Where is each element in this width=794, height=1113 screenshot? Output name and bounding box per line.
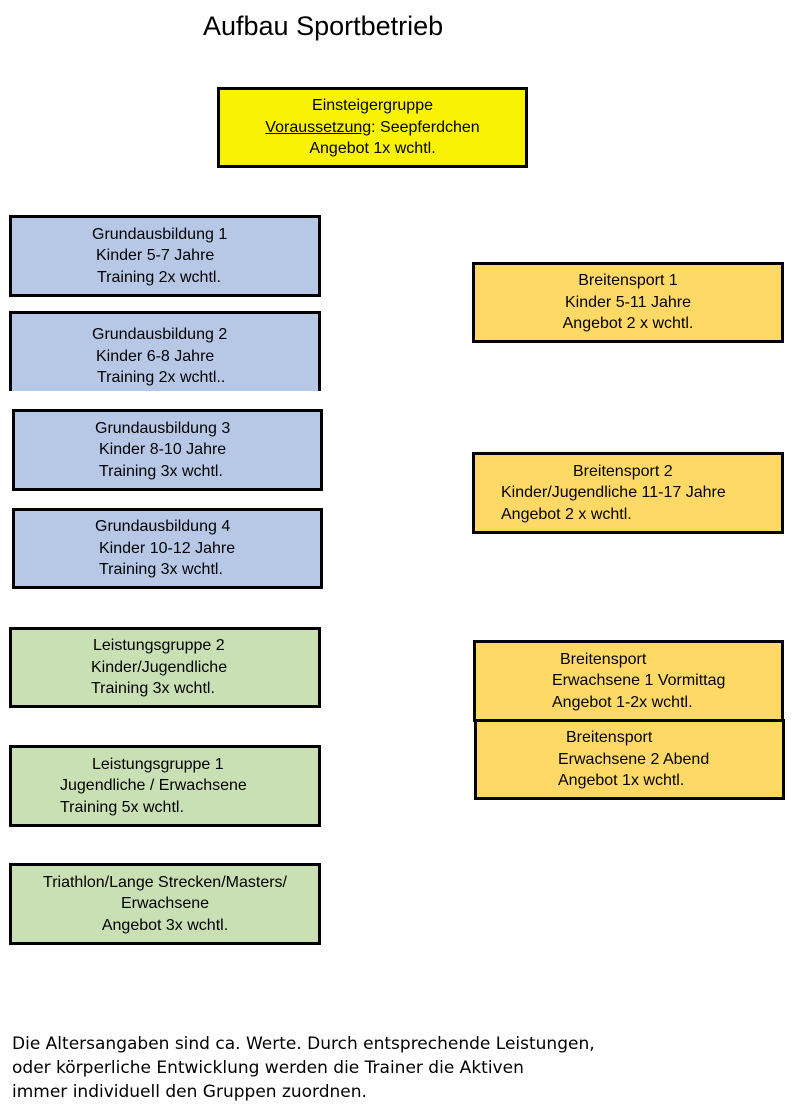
- box-age: Jugendliche / Erwachsene: [60, 777, 247, 795]
- footnote: Die Altersangaben sind ca. Werte. Durch …: [12, 1032, 595, 1104]
- grundausbildung-2-box: Grundausbildung 2 Kinder 6-8 Jahre Train…: [9, 311, 321, 391]
- box-name: Breitensport 2: [573, 462, 673, 480]
- box-age: Erwachsene: [120, 895, 210, 913]
- einsteigergruppe-box: Einsteigergruppe Voraussetzung: Seepferd…: [217, 87, 528, 168]
- breitensport-1-box: Breitensport 1 Kinder 5-11 Jahre Angebot…: [472, 262, 784, 343]
- box-age: Kinder 5-11 Jahre: [565, 293, 691, 311]
- box-training: Training 3x wchtl.: [99, 561, 223, 579]
- grundausbildung-1-box: Grundausbildung 1 Kinder 5-7 Jahre Train…: [9, 215, 321, 297]
- box-name: Leistungsgruppe 1: [92, 755, 224, 773]
- box-offer: Angebot 1x wchtl.: [558, 772, 685, 790]
- triathlon-masters-box: Triathlon/Lange Strecken/Masters/ Erwach…: [9, 863, 321, 945]
- box-training: Training 2x wchtl..: [97, 369, 226, 386]
- box-age: Kinder/Jugendliche 11-17 Jahre: [501, 484, 726, 502]
- box-name: Breitensport: [560, 650, 647, 668]
- box-age: Erwachsene 2 Abend: [558, 750, 710, 768]
- breitensport-2-box: Breitensport 2 Kinder/Jugendliche 11-17 …: [472, 452, 784, 534]
- box-name: Einsteigergruppe: [312, 97, 433, 115]
- box-requirement: Voraussetzung: Seepferdchen: [220, 117, 525, 139]
- leistungsgruppe-1-box: Leistungsgruppe 1 Jugendliche / Erwachse…: [9, 745, 321, 827]
- box-name: Triathlon/Lange Strecken/Masters/: [43, 873, 287, 891]
- box-age: Kinder 10-12 Jahre: [99, 539, 236, 557]
- box-training: Training 3x wchtl.: [99, 462, 223, 480]
- box-name: Breitensport: [566, 729, 653, 747]
- box-age: Kinder/Jugendliche: [91, 658, 228, 676]
- breitensport-erwachsene-2-box: Breitensport Erwachsene 2 Abend Angebot …: [474, 719, 785, 800]
- box-age: Kinder 5-7 Jahre: [96, 247, 215, 265]
- box-name: Leistungsgruppe 2: [93, 637, 225, 655]
- box-training: Training 2x wchtl.: [97, 268, 221, 286]
- grundausbildung-4-box: Grundausbildung 4 Kinder 10-12 Jahre Tra…: [12, 508, 323, 589]
- page-title: Aufbau Sportbetrieb: [203, 11, 444, 41]
- box-age: Erwachsene 1 Vormittag: [552, 672, 726, 690]
- box-offer: Angebot 1x wchtl.: [309, 140, 436, 158]
- breitensport-erwachsene-1-box: Breitensport Erwachsene 1 Vormittag Ange…: [473, 640, 784, 722]
- grundausbildung-3-box: Grundausbildung 3 Kinder 8-10 Jahre Trai…: [12, 409, 323, 491]
- requirement-label: Voraussetzung: [265, 118, 372, 136]
- box-age: Kinder 6-8 Jahre: [96, 347, 215, 365]
- box-name: Breitensport 1: [578, 272, 678, 290]
- box-name: Grundausbildung 3: [95, 419, 231, 437]
- leistungsgruppe-2-box: Leistungsgruppe 2 Kinder/Jugendliche Tra…: [9, 627, 321, 708]
- box-training: Angebot 3x wchtl.: [101, 916, 229, 934]
- box-offer: Angebot 1-2x wchtl.: [552, 693, 693, 711]
- box-name: Grundausbildung 1: [92, 225, 228, 243]
- footnote-line: oder körperliche Entwicklung werden die …: [12, 1058, 524, 1078]
- footnote-line: Die Altersangaben sind ca. Werte. Durch …: [12, 1034, 595, 1054]
- box-name: Grundausbildung 2: [92, 326, 228, 343]
- box-age: Kinder 8-10 Jahre: [99, 441, 227, 459]
- box-offer: Angebot 2 x wchtl.: [562, 315, 694, 333]
- box-name: Grundausbildung 4: [95, 518, 231, 536]
- box-training: Training 5x wchtl.: [60, 798, 184, 816]
- box-offer: Angebot 2 x wchtl.: [501, 505, 632, 523]
- requirement-value: : Seepferdchen: [371, 118, 480, 136]
- footnote-line: immer individuell den Gruppen zuordnen.: [12, 1082, 367, 1102]
- box-training: Training 3x wchtl.: [91, 680, 215, 698]
